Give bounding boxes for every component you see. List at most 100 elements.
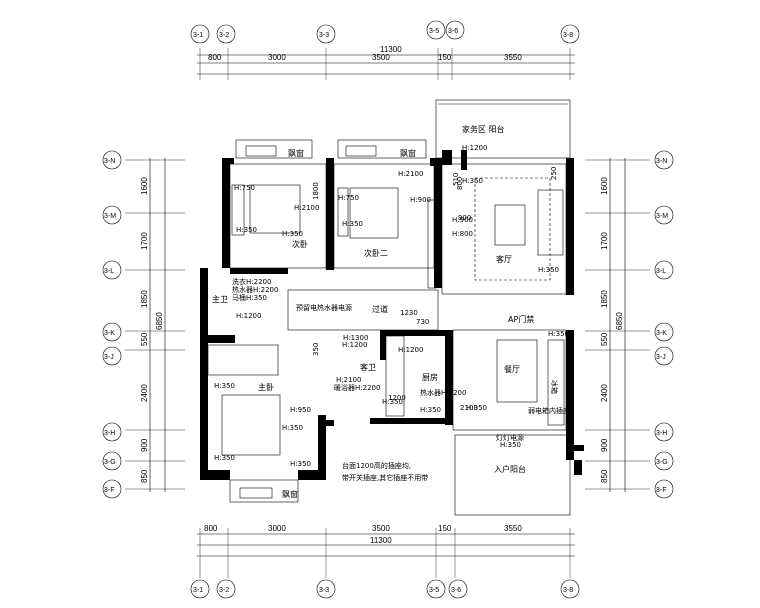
right-dim-2: 1700 (600, 232, 609, 250)
height-tag: H:750 (234, 184, 255, 192)
grid-right-8: 3-F (656, 487, 667, 494)
grid-top-2: 3-2 (219, 32, 229, 39)
bottom-dim-1: 800 (204, 524, 218, 533)
grid-left-7: 3-G (104, 459, 116, 466)
note-dim-250: 250 (550, 167, 558, 180)
height-tag: H:350 (548, 330, 569, 338)
top-dim-2: 3000 (268, 53, 286, 62)
note-steam: 暖浴器H:2200 (334, 383, 380, 392)
height-tag: H:1200 (342, 341, 367, 349)
note-dim-900: 900 (458, 214, 471, 222)
top-dim-3: 3500 (372, 53, 390, 62)
coffee-table (494, 204, 526, 246)
right-dim-3: 1850 (600, 290, 609, 308)
walls (200, 150, 584, 480)
note-weak-box: 弱电箱内插座 (528, 406, 570, 415)
note-kitchen-water-heater: 热水器H:2200 (420, 388, 466, 397)
label-dining: 餐厅 (504, 365, 520, 374)
bottom-dim-3: 3500 (372, 524, 390, 533)
grid-right-7: 3-G (656, 459, 668, 466)
kitchen-counter (385, 335, 405, 417)
height-tag: H:350 (466, 404, 487, 412)
right-dim-6: 2400 (600, 384, 609, 402)
note-dim-2100: 2100 (460, 404, 478, 412)
left-dim-3: 1850 (140, 290, 149, 308)
height-tag: H:2100 (294, 204, 319, 212)
label-bay-window-2: 飘窗 (400, 148, 416, 158)
grid-bubbles-top: 3-1 3-2 3-3 3-5 3-6 3-8 (190, 20, 580, 44)
height-tag: H:1200 (236, 312, 261, 320)
height-tag: H:350 (214, 454, 235, 462)
grid-right-1: 3-N (656, 158, 667, 165)
grid-right-6: 3-H (656, 430, 667, 437)
right-dimensions: 1600 1700 1850 6850 550 2400 900 850 3-N… (585, 150, 674, 499)
grid-left-1: 3-N (104, 158, 115, 165)
right-dim-7: 900 (600, 438, 609, 452)
note-dim-1800: 1800 (312, 182, 320, 200)
grid-bottom-1: 3-1 (193, 587, 203, 594)
dining-table (496, 339, 538, 403)
bottom-dim-2: 3000 (268, 524, 286, 533)
grid-bottom-6: 3-8 (563, 587, 573, 594)
top-dim-4: 150 (438, 53, 452, 62)
grid-left-6: 3-H (104, 430, 115, 437)
grid-top-1: 3-1 (193, 32, 203, 39)
left-dim-2: 1700 (140, 232, 149, 250)
grid-top-6: 3-8 (563, 32, 573, 39)
label-second-bedroom-1: 次卧 (292, 239, 308, 249)
notes: 预留电热水器电源 热水器H:2200 台面1200高的插座均, 带开关插座,其它… (232, 167, 570, 482)
right-dim-8: 850 (600, 469, 609, 483)
height-tag: H:2100 (398, 170, 423, 178)
grid-bottom-4: 3-5 (429, 587, 439, 594)
height-tag: H:1200 (398, 346, 423, 354)
label-ap-panel: AP门禁 (508, 314, 534, 324)
furniture (207, 177, 565, 456)
height-tag: H:800 (452, 230, 473, 238)
height-tag: H:900 (410, 196, 431, 204)
height-tag: H:750 (338, 194, 359, 202)
bottom-dim-4: 150 (438, 524, 452, 533)
left-dim-5: 550 (140, 332, 149, 346)
label-second-bedroom-2: 次卧二 (364, 248, 388, 258)
height-tag: H:950 (290, 406, 311, 414)
right-dim-1: 1600 (600, 177, 609, 195)
note-socket-2: 带开关插座,其它插座不用带 (342, 473, 428, 482)
bottom-dimensions: 800 3000 3500 150 3550 11300 3-1 3-2 3-3… (190, 524, 580, 599)
note-socket-1: 台面1200高的插座均, (342, 461, 411, 470)
label-corridor: 过道 (372, 304, 388, 314)
grid-bottom-2: 3-2 (219, 587, 229, 594)
note-wash: 洗衣H:2200 (232, 277, 271, 286)
grid-top-5: 3-6 (448, 28, 458, 35)
label-master-bedroom: 主卧 (258, 382, 274, 392)
height-tag: H:350 (420, 406, 441, 414)
height-tag: H:2100 (336, 376, 361, 384)
sofa (537, 189, 564, 256)
label-bay-window-3: 飘窗 (282, 489, 298, 499)
note-dim-510: 510 (452, 173, 460, 186)
note-water-heater-power: 预留电热水器电源 (296, 303, 352, 312)
outlines (229, 99, 571, 516)
height-tag: H:350 (342, 220, 363, 228)
bed-second-bedroom-1 (249, 184, 301, 234)
label-guest-bath: 客卫 (360, 362, 376, 372)
left-dim-6: 2400 (140, 384, 149, 402)
left-total-dim: 6850 (155, 312, 164, 330)
note-dim-1200: 1200 (388, 394, 406, 402)
note-water-heater-left: 热水器H:2200 (232, 285, 278, 294)
grid-top-4: 3-5 (429, 28, 439, 35)
note-lamp-power: 灯灯电源 (496, 433, 524, 442)
height-tag: H:350 (462, 177, 483, 185)
right-dim-5: 550 (600, 332, 609, 346)
left-dim-8: 850 (140, 469, 149, 483)
grid-left-3: 3-L (104, 268, 114, 275)
label-bay-window-1: 飘窗 (288, 148, 304, 158)
height-tag: H:1200 (462, 144, 487, 152)
grid-left-2: 3-M (104, 213, 116, 220)
label-fridge: 冰箱 (550, 380, 559, 394)
grid-right-4: 3-K (656, 330, 667, 337)
grid-bubbles-bottom: 3-1 3-2 3-3 3-5 3-6 3-8 (190, 579, 580, 599)
label-master-bath: 主卫 (212, 294, 228, 304)
wardrobe-master (207, 344, 279, 376)
grid-bubbles-right: 3-N 3-M 3-L 3-K 3-J 3-H 3-G 3-F (654, 150, 674, 499)
